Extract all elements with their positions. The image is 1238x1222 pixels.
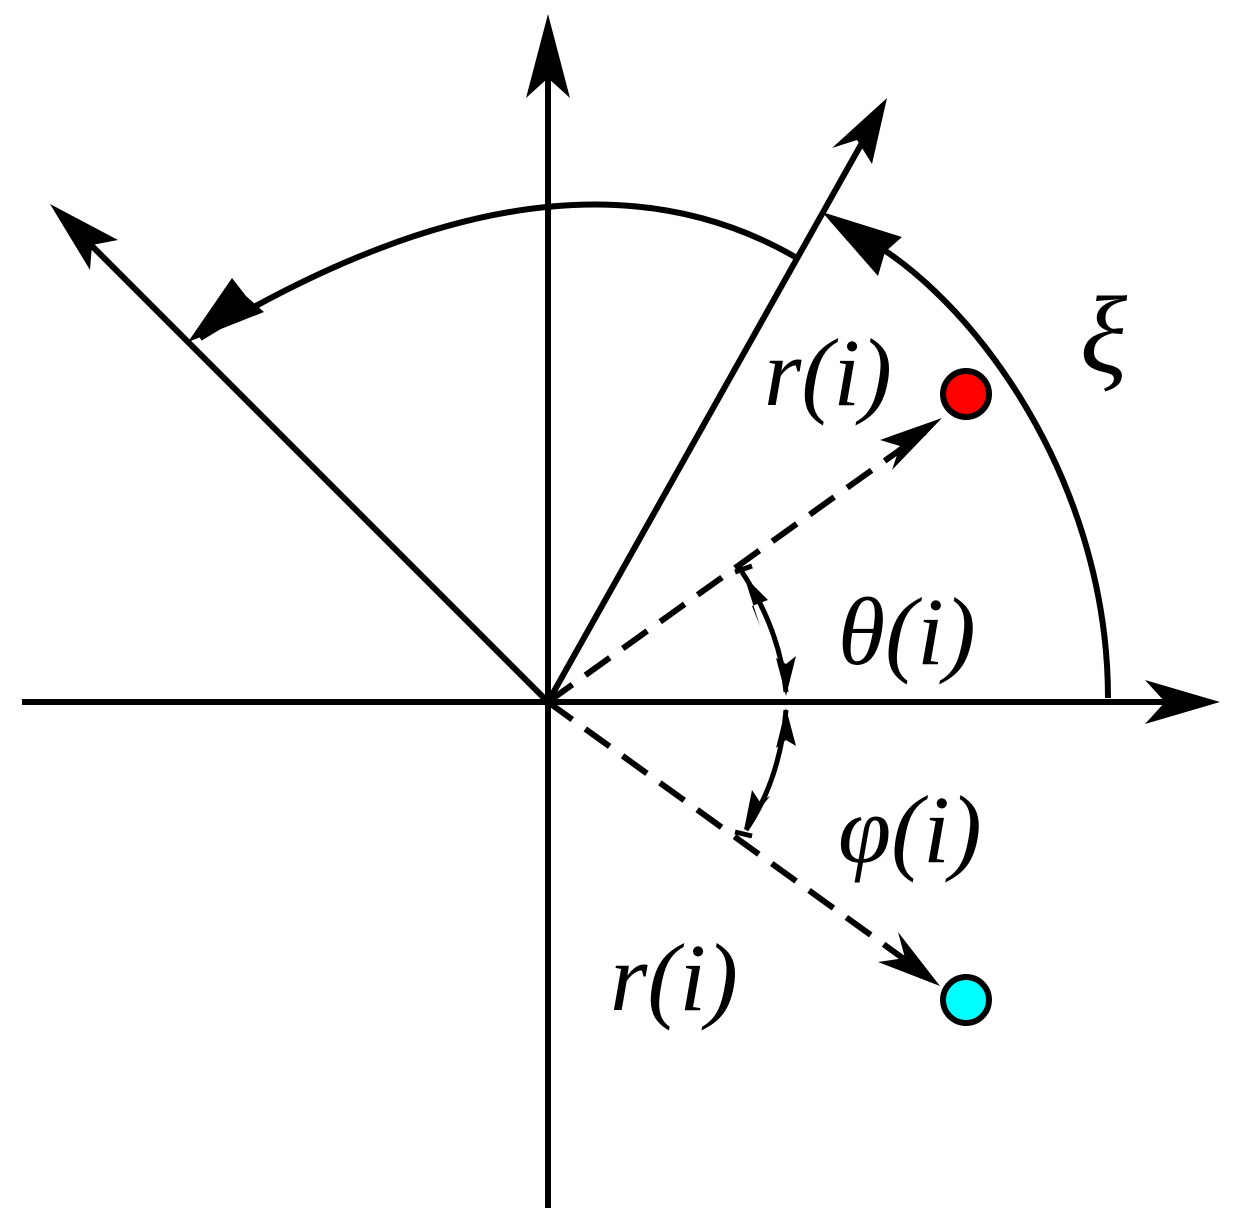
- upper-point: [940, 368, 992, 420]
- xi-arc-arrowhead: [822, 212, 902, 276]
- rotated-axis-right: [545, 123, 875, 704]
- ray-upper-arrowhead: [880, 418, 942, 470]
- label-phi: φ(i): [838, 776, 982, 883]
- rotation-arc-upper-arrowhead: [188, 278, 264, 342]
- label-r-lower: r(i): [610, 924, 738, 1031]
- label-r-upper: r(i): [764, 319, 892, 426]
- label-xi: ξ: [1080, 274, 1128, 396]
- theta-arc-arrowhead-bottom: [776, 656, 796, 696]
- rotated-axis-right-arrowhead: [832, 98, 887, 164]
- phi-arc-arrowhead-top: [776, 708, 796, 748]
- rotated-axis-left: [69, 223, 551, 705]
- x-axis-arrowhead: [1145, 680, 1220, 724]
- y-axis-arrowhead: [526, 14, 570, 98]
- phi-arc-arrowhead-bottom: [744, 790, 770, 830]
- ray-lower-arrowhead: [878, 932, 940, 986]
- theta-tick: [734, 563, 753, 575]
- ray-upper-dashed: [546, 429, 927, 705]
- theta-arc-arrowhead-top: [744, 576, 768, 626]
- phi-tick: [734, 829, 753, 839]
- lower-point: [940, 974, 992, 1026]
- axes: [22, 45, 1190, 1208]
- xi-arc: [846, 227, 1111, 699]
- ray-lower-dashed: [546, 699, 924, 975]
- rotated-axis-left-arrowhead: [50, 204, 118, 270]
- rotation-arc-upper: [198, 201, 799, 341]
- label-theta: θ(i): [838, 578, 976, 685]
